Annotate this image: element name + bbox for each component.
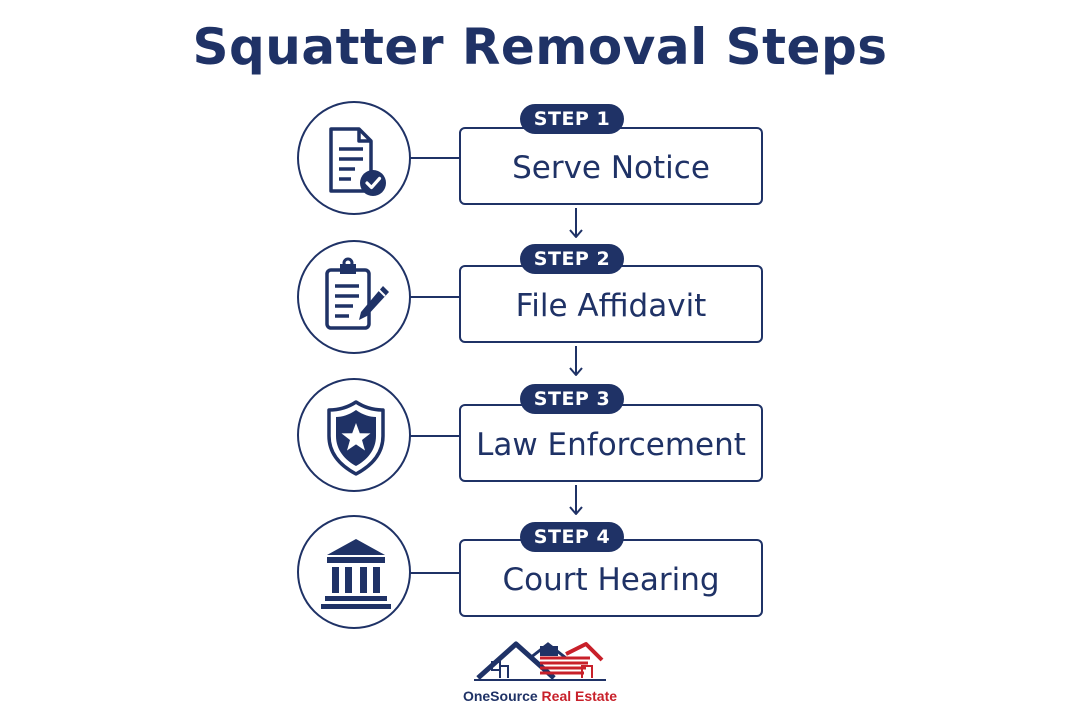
connector-line-4 bbox=[410, 572, 460, 574]
document-check-icon bbox=[329, 127, 386, 196]
clipboard-pen-icon bbox=[325, 257, 389, 330]
house-flag-logo-icon bbox=[474, 641, 606, 681]
step-2-badge: STEP 2 bbox=[520, 244, 624, 274]
step-3-label: Law Enforcement bbox=[476, 427, 746, 463]
company-logo: OneSource Real Estate bbox=[460, 632, 620, 712]
logo-name-primary: OneSource bbox=[462, 688, 538, 704]
connector-line-2 bbox=[410, 296, 460, 298]
step-1-icon-circle bbox=[297, 101, 411, 215]
courthouse-icon bbox=[321, 539, 391, 609]
step-1-badge: STEP 1 bbox=[520, 104, 624, 134]
step-4-badge: STEP 4 bbox=[520, 522, 624, 552]
step-4-box: Court Hearing bbox=[459, 539, 763, 617]
page-title: Squatter Removal Steps bbox=[192, 18, 888, 76]
step-3-box: Law Enforcement bbox=[459, 404, 763, 482]
shield-star-icon bbox=[327, 400, 385, 476]
step-4-label: Court Hearing bbox=[502, 562, 720, 598]
arrow-down-icon bbox=[569, 208, 583, 238]
step-2-icon-circle bbox=[297, 240, 411, 354]
logo-wordmark: OneSource Real Estate bbox=[460, 688, 620, 704]
logo-name-accent: Real Estate bbox=[541, 688, 618, 704]
step-3-badge: STEP 3 bbox=[520, 384, 624, 414]
step-2-box: File Affidavit bbox=[459, 265, 763, 343]
arrow-down-icon bbox=[569, 346, 583, 376]
step-1-label: Serve Notice bbox=[512, 150, 710, 186]
connector-line-1 bbox=[410, 157, 460, 159]
step-1-box: Serve Notice bbox=[459, 127, 763, 205]
arrow-down-icon bbox=[569, 485, 583, 515]
step-2-label: File Affidavit bbox=[515, 288, 707, 324]
step-4-icon-circle bbox=[297, 515, 411, 629]
step-3-icon-circle bbox=[297, 378, 411, 492]
connector-line-3 bbox=[410, 435, 460, 437]
